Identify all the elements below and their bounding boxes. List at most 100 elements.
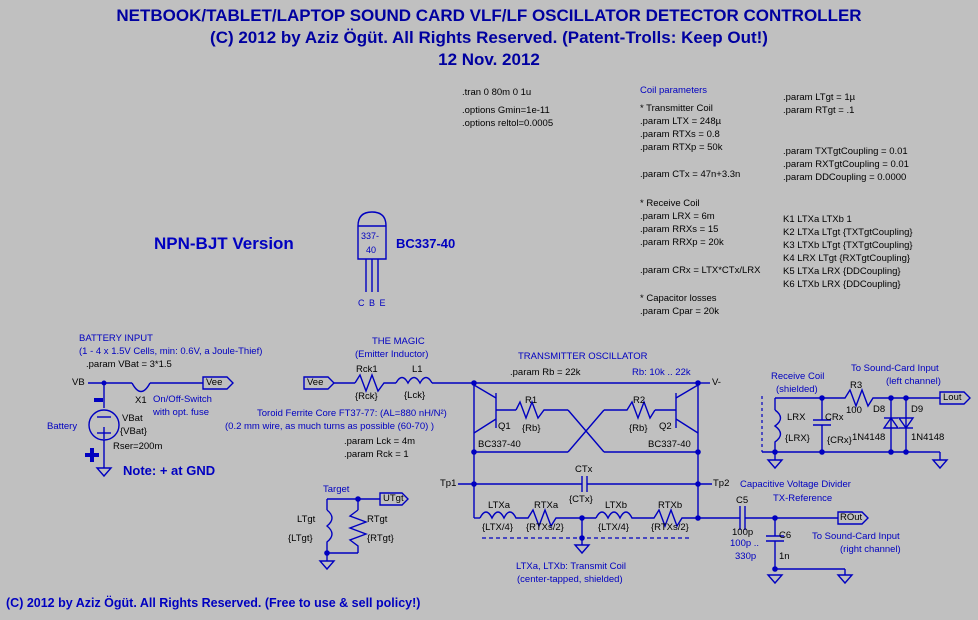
coupling-param-2: .param DDCoupling = 0.0000 (783, 172, 907, 183)
rtgt-name: RTgt (367, 514, 388, 525)
r2-value: {Rb} (629, 423, 648, 434)
c6-value: 1n (779, 551, 790, 562)
rtgt-value: {RTgt} (367, 533, 394, 544)
r1-value: {Rb} (522, 423, 541, 434)
c5-range-1: 100p .. (730, 538, 760, 549)
ltxa-name: LTXa (488, 500, 511, 511)
emitter-inductor-circuit (303, 373, 474, 393)
tx-param-5: .param CTx = 47n+3.3n (640, 169, 741, 180)
c6-name: C6 (779, 530, 792, 541)
battery-circuit (85, 376, 234, 478)
coil-params-heading: Coil parameters (640, 85, 708, 96)
switch-desc-1: On/Off-Switch (153, 394, 212, 405)
ltgt-name: LTgt (297, 514, 316, 525)
bjt-package-icon (357, 211, 387, 292)
rck-param: .param Rck = 1 (344, 449, 409, 460)
rx-param-2: .param RRXs = 15 (640, 224, 719, 235)
rtxb-name: RTXb (658, 500, 683, 511)
ltxb-value: {LTX/4} (598, 522, 629, 533)
lrx-value: {LRX} (785, 433, 810, 444)
tp1-label: Tp1 (440, 478, 457, 489)
d9-name: D9 (911, 404, 924, 415)
divider-sub: TX-Reference (773, 493, 833, 504)
vminus-label: V- (712, 377, 721, 388)
target-param-1: .param RTgt = .1 (783, 105, 855, 116)
lrx-name: LRX (787, 412, 806, 423)
divider-heading: Capacitive Voltage Divider (740, 479, 851, 490)
footer-copyright: (C) 2012 by Aziz Ögüt. All Rights Reserv… (6, 596, 421, 610)
rx-param-7: * Capacitor losses (640, 293, 717, 304)
rx-param-8: .param Cpar = 20k (640, 306, 719, 317)
target-circuit (318, 492, 409, 571)
r3-name: R3 (850, 380, 863, 391)
date-label: 12 Nov. 2012 (438, 50, 540, 69)
switch-desc-2: with opt. fuse (153, 407, 209, 418)
rck1-value: {Rck} (355, 391, 378, 402)
version-label: NPN-BJT Version (154, 234, 294, 253)
d8-value: 1N4148 (852, 432, 886, 443)
rx-param-1: .param LRX = 6m (640, 211, 715, 222)
switch-name: X1 (135, 395, 147, 406)
r1-name: R1 (525, 395, 538, 406)
coil-note-1: LTXa, LTXb: Transmit Coil (516, 561, 626, 572)
target-param-0: .param LTgt = 1µ (783, 92, 856, 103)
crx-name: CRx (825, 412, 844, 423)
right-channel-heading: To Sound-Card Input (812, 531, 900, 542)
q1-label: Q1 (498, 421, 511, 432)
rtxa-value: {RTXs/2} (526, 522, 564, 533)
pin-labels: C B E (358, 298, 387, 308)
lout-port: Lout (943, 392, 962, 403)
magic-heading: THE MAGIC (372, 336, 425, 347)
battery-label: Battery (47, 421, 78, 432)
l1-value: {Lck} (404, 390, 426, 401)
d8-name: D8 (873, 404, 886, 415)
receiver-circuit (761, 388, 971, 470)
lck-param: .param Lck = 4m (344, 436, 416, 447)
tx-param-1: .param LTX = 248µ (640, 116, 722, 127)
k-statement-6: K6 LTXb LRX {DDCoupling} (783, 279, 901, 290)
left-channel-heading: To Sound-Card Input (851, 363, 939, 374)
r3-value: 100 (846, 405, 862, 416)
rser-value: Rser=200m (113, 441, 163, 452)
ctx-name: CTx (575, 464, 593, 475)
reltol-directive: .options reltol=0.0005 (462, 118, 554, 129)
rck1-name: Rck1 (356, 364, 378, 375)
ltxb-name: LTXb (605, 500, 628, 511)
l1-name: L1 (412, 364, 423, 375)
c5-name: C5 (736, 495, 749, 506)
divider-circuit (739, 506, 869, 585)
ltgt-value: {LTgt} (288, 533, 313, 544)
c5-value: 100p (732, 527, 754, 538)
k-statement-4: K4 LRX LTgt {RXTgtCoupling} (783, 253, 911, 264)
rout-port: ROut (840, 512, 863, 523)
pkg-marking-1: 337- (361, 231, 380, 241)
coupling-param-1: .param RXTgtCoupling = 0.01 (783, 159, 909, 170)
c5-range-2: 330p (735, 551, 757, 562)
battery-heading: BATTERY INPUT (79, 333, 153, 344)
q2-label: Q2 (659, 421, 672, 432)
copyright-header: (C) 2012 by Aziz Ögüt. All Rights Reserv… (210, 28, 768, 47)
r2-name: R2 (633, 395, 646, 406)
d9-value: 1N4148 (911, 432, 945, 443)
tx-param-2: .param RTXs = 0.8 (640, 129, 720, 140)
k-statement-1: K1 LTXa LTXb 1 (783, 214, 852, 225)
receive-coil-heading: Receive Coil (771, 371, 825, 382)
k-statement-2: K2 LTXa LTgt {TXTgtCoupling} (783, 227, 913, 238)
rx-param-3: .param RRXp = 20k (640, 237, 724, 248)
vee-port-in: Vee (307, 377, 324, 388)
tx-param-0: * Transmitter Coil (640, 103, 713, 114)
core-desc: Toroid Ferrite Core FT37-77: (AL=880 nH/… (257, 408, 447, 419)
transistor-part: BC337-40 (396, 236, 456, 251)
k-statement-5: K5 LTXa LRX {DDCoupling} (783, 266, 901, 277)
crx-value: {CRx} (827, 435, 852, 446)
coil-note-2: (center-tapped, shielded) (517, 574, 623, 585)
q1-model: BC337-40 (478, 439, 521, 450)
ltxa-value: {LTX/4} (482, 522, 513, 533)
oscillator-circuit (458, 380, 740, 555)
vb-node-label: VB (72, 377, 85, 388)
wire-desc: (0.2 mm wire, as much turns as possible … (225, 421, 435, 432)
rx-param-0: * Receive Coil (640, 198, 700, 209)
rb-param: .param Rb = 22k (510, 367, 581, 378)
note-gnd: Note: + at GND (123, 463, 216, 478)
